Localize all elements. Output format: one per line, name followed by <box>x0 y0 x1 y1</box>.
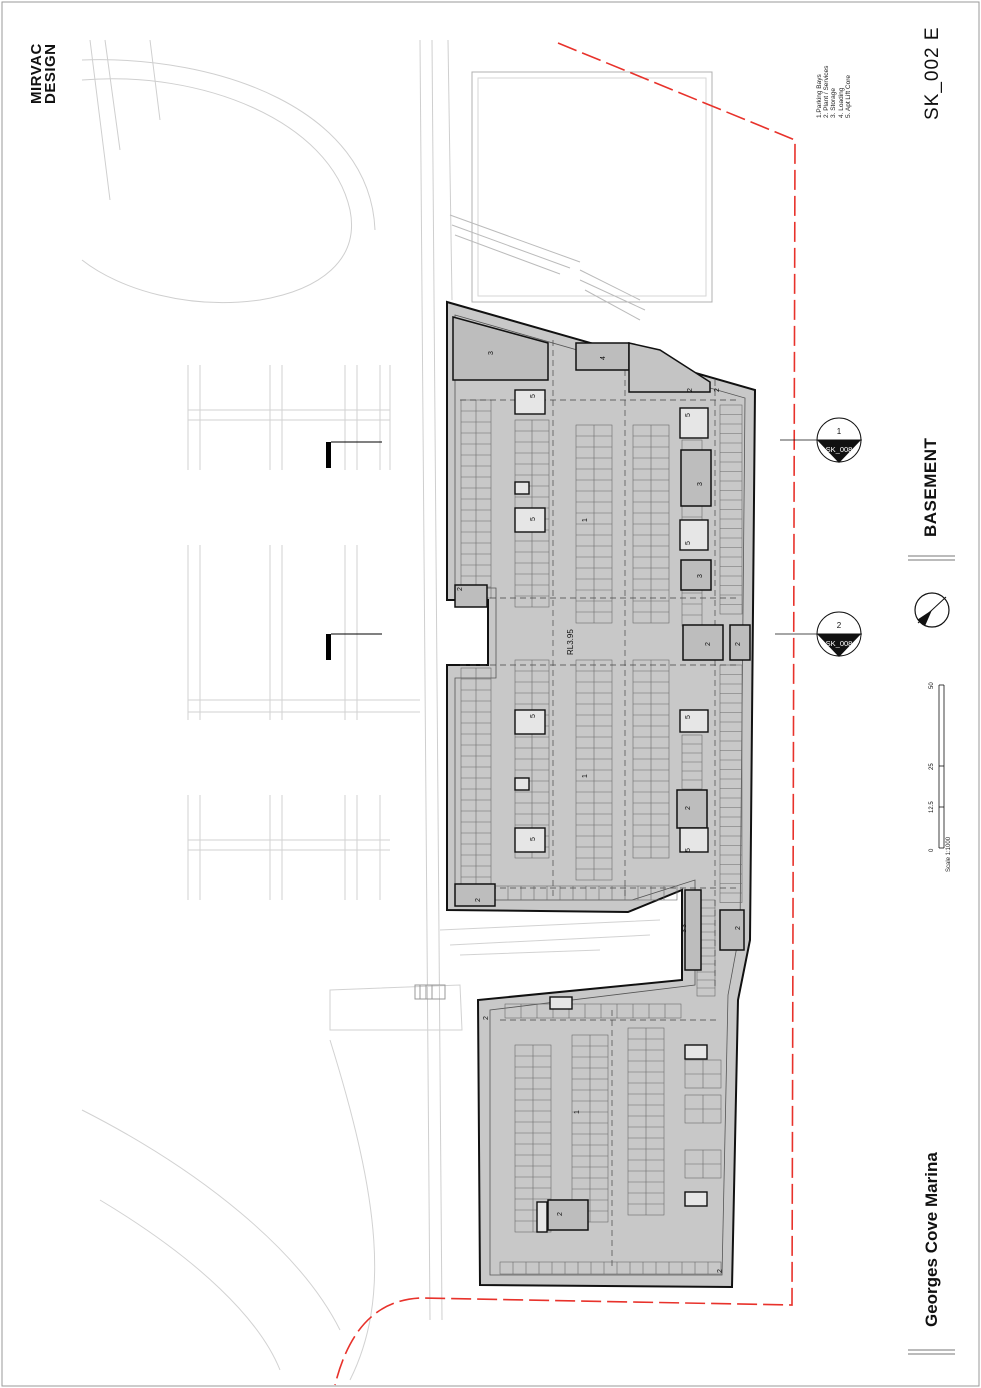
zone-label: 5 <box>530 837 537 841</box>
site-context <box>81 39 713 1381</box>
zone-label: 3 <box>681 929 688 933</box>
section-ref: SK_008 <box>826 639 853 648</box>
scale-tick: 12.5 <box>929 801 935 813</box>
section-marker-1: 1 SK_008 <box>780 417 862 463</box>
scale-tick: 50 <box>929 682 935 689</box>
zone-label: 3 <box>681 924 688 928</box>
zone-label: 1 <box>582 774 589 778</box>
zone-label: 5 <box>530 517 537 521</box>
section-marker-2: 2 SK_008 <box>775 611 862 657</box>
zone-label: 3 <box>697 482 704 486</box>
section-ref: SK_008 <box>826 445 853 454</box>
zone-label: 2 <box>557 1212 564 1216</box>
north-arrow-icon <box>914 592 950 628</box>
zone-label: 2 <box>735 926 742 930</box>
scale-tick: 0 <box>929 848 935 852</box>
column-markers <box>326 441 382 660</box>
zone-label: 1 <box>574 1110 581 1114</box>
zone-label: 3 <box>697 574 704 578</box>
zone-label: 2 <box>685 806 692 810</box>
section-number: 2 <box>837 621 842 630</box>
zone-label: 5 <box>530 394 537 398</box>
zone-label: 4 <box>600 356 607 360</box>
zone-label: 2 <box>687 388 694 392</box>
scale-bar <box>938 684 945 849</box>
zone-label: 5 <box>530 714 537 718</box>
zone-label: 2 <box>483 1016 490 1020</box>
zone-label: 2 <box>457 587 464 591</box>
scale-tick: 25 <box>929 763 935 770</box>
service-rooms <box>452 316 751 1231</box>
zone-label: 2 <box>705 642 712 646</box>
basement-footprint <box>446 300 757 1289</box>
title-dividers <box>908 555 955 1355</box>
zone-label: 2 <box>735 642 742 646</box>
zone-label: 5 <box>685 715 692 719</box>
drive-aisles <box>460 340 740 1270</box>
zone-label: 5 <box>685 541 692 545</box>
zone-label: 2 <box>717 1269 724 1273</box>
lift-cores <box>514 389 709 1233</box>
parking-bay-block <box>499 1261 722 1275</box>
zone-label: 2 <box>475 898 482 902</box>
section-number: 1 <box>837 427 842 436</box>
zone-label: 1 <box>582 518 589 522</box>
zone-label: 5 <box>685 413 692 417</box>
rl-label: RL3.95 <box>566 629 575 655</box>
parking-bay-block <box>504 1003 682 1019</box>
site-boundary <box>334 42 796 1386</box>
zone-label: 3 <box>488 351 495 355</box>
zone-label: 5 <box>685 848 692 852</box>
parking-bays <box>460 399 743 1275</box>
zone-label: 2 <box>714 388 721 392</box>
